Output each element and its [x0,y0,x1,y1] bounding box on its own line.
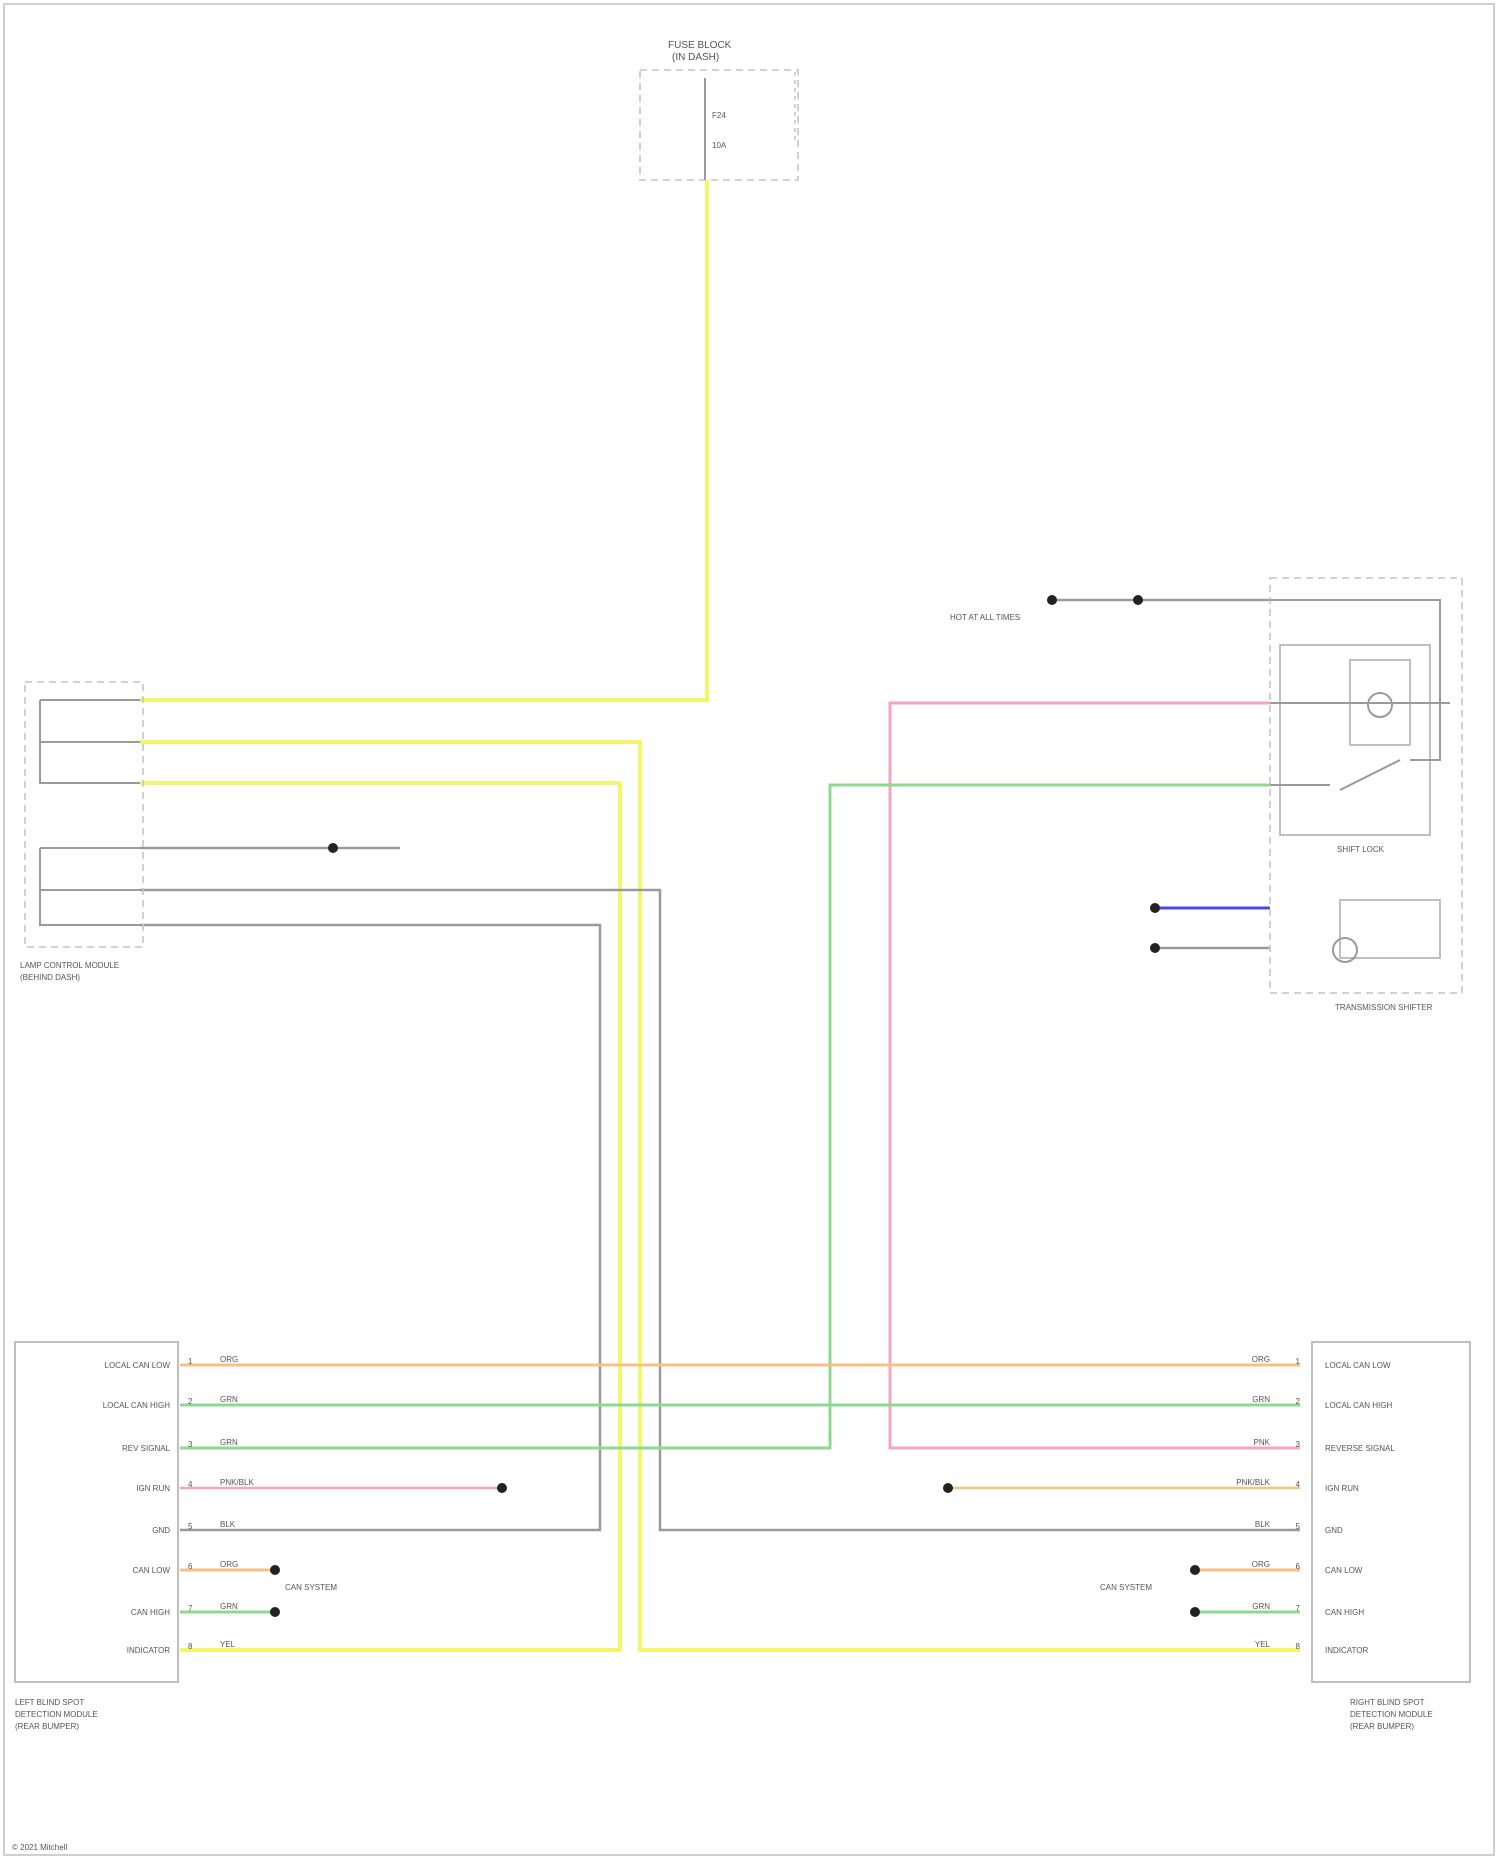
transmission-shifter: SHIFT LOCK TRANSMISSION SHIFTER [1270,578,1462,1012]
right-pin-name: INDICATOR [1325,1646,1368,1655]
right-blind-spot-module: RIGHT BLIND SPOT DETECTION MODULE (REAR … [1236,1342,1470,1731]
right-pin-number: 8 [1296,1642,1301,1651]
hot-at-all-times-note: HOT AT ALL TIMES [950,613,1020,622]
transmission-shifter-label: TRANSMISSION SHIFTER [1335,1003,1433,1012]
fuse-label: F24 [712,111,726,120]
right-wire-color: GRN [1252,1602,1270,1611]
left-pin-number: 2 [188,1397,193,1406]
right-pin-name: LOCAL CAN LOW [1325,1361,1391,1370]
left-module-label: LEFT BLIND SPOT [15,1698,84,1707]
left-wire-color: GRN [220,1438,238,1447]
splice-dots [270,595,1200,1617]
left-module-sublabel: DETECTION MODULE [15,1710,98,1719]
left-pin-number: 7 [188,1604,193,1613]
right-pin-number: 7 [1296,1604,1301,1613]
right-pin-number: 2 [1296,1397,1301,1406]
right-pin-number: 6 [1296,1562,1301,1571]
left-pin-number: 3 [188,1440,193,1449]
left-pin-name: INDICATOR [127,1646,170,1655]
fuse-block: FUSE BLOCK (IN DASH) F24 10A [640,40,798,180]
lamp-control-module: LAMP CONTROL MODULE (BEHIND DASH) [20,682,143,982]
right-pin-name: CAN HIGH [1325,1608,1364,1617]
left-wire-color: YEL [220,1640,236,1649]
left-pin-number: 6 [188,1562,193,1571]
lamp-module-sublabel: (BEHIND DASH) [20,973,80,982]
left-wire-color: BLK [220,1520,236,1529]
left-wire-color: PNK/BLK [220,1478,254,1487]
right-pin-name: LOCAL CAN HIGH [1325,1401,1392,1410]
fuse-note: 10A [712,141,727,150]
left-pin-number: 4 [188,1480,193,1489]
right-module-label: RIGHT BLIND SPOT [1350,1698,1425,1707]
right-pin-number: 4 [1296,1480,1301,1489]
left-pin-name: LOCAL CAN HIGH [103,1401,170,1410]
left-pin-name: CAN LOW [133,1566,171,1575]
right-pin-name: GND [1325,1526,1343,1535]
right-module-sublabel: DETECTION MODULE [1350,1710,1433,1719]
right-wire-color: PNK/BLK [1236,1478,1270,1487]
right-pin-name: IGN RUN [1325,1484,1359,1493]
right-wire-color: ORG [1252,1560,1270,1569]
right-pin-name: REVERSE SIGNAL [1325,1444,1395,1453]
left-pin-name: GND [152,1526,170,1535]
can-system-left-note: CAN SYSTEM [285,1583,337,1592]
left-pin-name: IGN RUN [136,1484,170,1493]
lamp-module-label: LAMP CONTROL MODULE [20,961,119,970]
right-pin-number: 5 [1296,1522,1301,1531]
fuse-block-title: FUSE BLOCK [668,40,732,51]
fuse-block-subtitle: (IN DASH) [672,52,719,63]
left-blind-spot-module: LEFT BLIND SPOT DETECTION MODULE (REAR B… [15,1342,254,1731]
wires [140,180,1300,1650]
can-system-right-note: CAN SYSTEM [1100,1583,1152,1592]
left-wire-color: GRN [220,1395,238,1404]
right-pin-name: CAN LOW [1325,1566,1363,1575]
left-pin-number: 1 [188,1357,193,1366]
left-pin-name: LOCAL CAN LOW [105,1361,171,1370]
left-module-location: (REAR BUMPER) [15,1722,79,1731]
right-wire-color: PNK [1254,1438,1271,1447]
left-pin-name: CAN HIGH [131,1608,170,1617]
right-pin-number: 1 [1296,1357,1301,1366]
right-pin-number: 3 [1296,1440,1301,1449]
left-wire-color: GRN [220,1602,238,1611]
left-pin-number: 8 [188,1642,193,1651]
left-pin-number: 5 [188,1522,193,1531]
footer-watermark: © 2021 Mitchell [12,1843,67,1852]
right-wire-color: ORG [1252,1355,1270,1364]
left-wire-color: ORG [220,1355,238,1364]
right-module-location: (REAR BUMPER) [1350,1722,1414,1731]
right-wire-color: BLK [1255,1520,1271,1529]
left-pin-name: REV SIGNAL [122,1444,171,1453]
left-wire-color: ORG [220,1560,238,1569]
right-wire-color: GRN [1252,1395,1270,1404]
shift-lock-label: SHIFT LOCK [1337,845,1385,854]
right-wire-color: YEL [1255,1640,1271,1649]
